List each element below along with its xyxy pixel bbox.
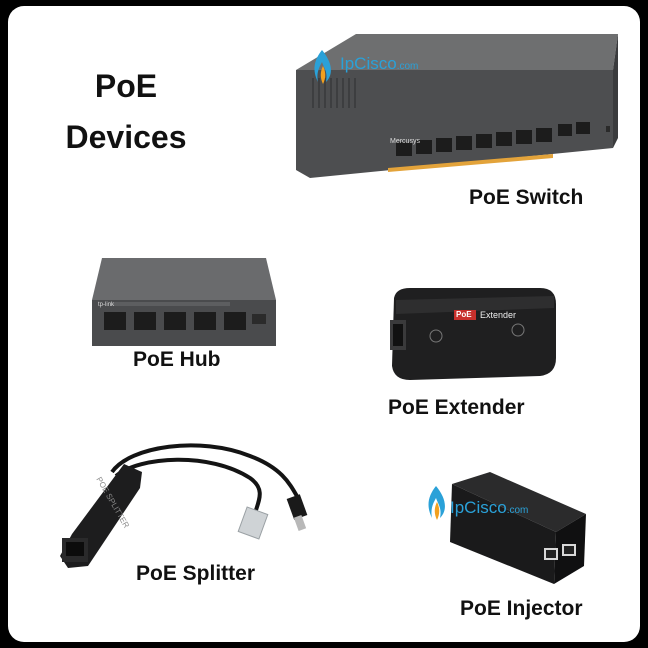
poe-switch-label: PoE Switch xyxy=(469,186,584,209)
poe-injector-image xyxy=(446,468,588,586)
ipcisco-logo-2 xyxy=(422,484,452,522)
poe-splitter-image: POE SPLITTER xyxy=(50,438,320,578)
poe-extender-image: PoE Extender xyxy=(380,284,560,386)
extender-model-text: Extender xyxy=(480,310,517,320)
poe-injector-label: PoE Injector xyxy=(460,597,583,620)
watermark-suffix-2: .com xyxy=(506,505,529,516)
poe-hub-label: PoE Hub xyxy=(133,348,221,371)
diagram-canvas: PoE Devices xyxy=(8,6,640,642)
watermark-text: IpCisco.com xyxy=(340,54,418,74)
watermark-suffix: .com xyxy=(396,61,419,72)
poe-hub-image: tp-link xyxy=(90,254,280,349)
poe-switch-image: Mercusys xyxy=(288,30,620,195)
switch-brand-text: Mercusys xyxy=(390,138,420,145)
watermark-brand-2: IpCisco xyxy=(450,498,507,517)
flame-icon xyxy=(428,486,445,520)
watermark-brand: IpCisco xyxy=(340,54,397,73)
title-line-2: Devices xyxy=(65,119,187,155)
ipcisco-logo xyxy=(308,48,338,86)
poe-extender-label: PoE Extender xyxy=(388,396,525,419)
poe-splitter-label: PoE Splitter xyxy=(136,562,256,585)
hub-brand-text: tp-link xyxy=(98,302,115,308)
title-line-1: PoE xyxy=(94,68,158,104)
extender-badge: PoE xyxy=(456,310,472,319)
flame-icon xyxy=(314,50,331,84)
watermark-text-2: IpCisco.com xyxy=(450,498,528,518)
